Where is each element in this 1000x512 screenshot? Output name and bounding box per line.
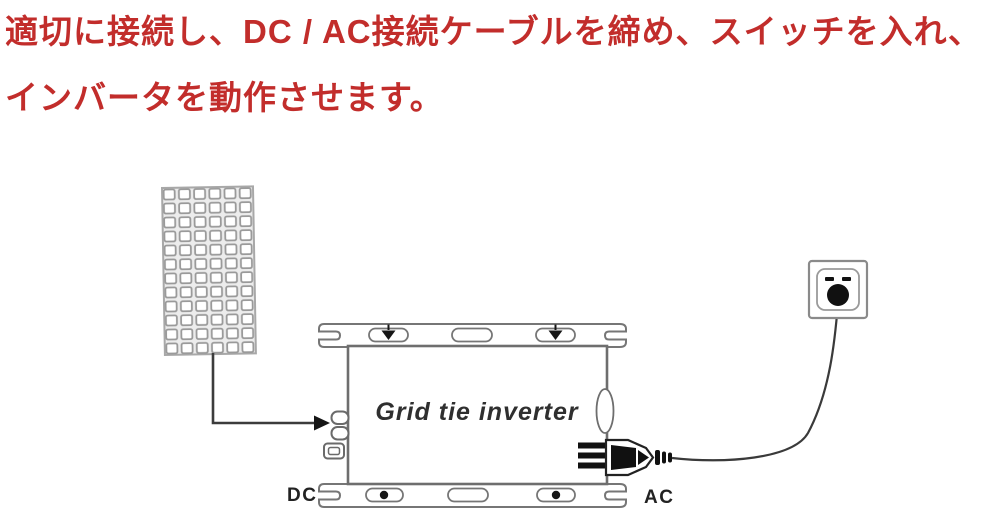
outlet-slot (825, 277, 834, 281)
screw-icon (379, 490, 389, 500)
grid-tie-inverter-icon: Grid tie inverter (323, 344, 615, 486)
plug-head (827, 284, 849, 306)
mounting-slot (447, 487, 489, 503)
ac-label: AC (644, 487, 674, 508)
solar-panel-cells (162, 186, 256, 355)
solar-panel-icon (160, 185, 257, 356)
instruction-line-1: 適切に接続し、DC / AC接続ケーブルを締め、スイッチを入れ、 (5, 13, 982, 50)
screw-icon (551, 490, 561, 500)
wall-outlet-icon (807, 259, 869, 320)
dc-arrow-icon (314, 415, 330, 431)
mounting-slot (451, 327, 493, 343)
dc-cable-with-arrow (211, 353, 330, 431)
bottom-mounting-flange (318, 483, 627, 508)
power-cable (671, 302, 840, 462)
outlet-slot (842, 277, 851, 281)
dc-wire (211, 353, 315, 425)
screw-icon (548, 324, 563, 340)
side-bump (595, 388, 615, 434)
ac-plug-icon (578, 438, 672, 477)
dc-input-connectors (323, 410, 350, 460)
inverter-label: Grid tie inverter (375, 398, 578, 426)
instruction-line-2: インバータを動作させます。 (5, 79, 444, 116)
dc-label: DC (287, 485, 317, 506)
top-mounting-flange (318, 323, 627, 348)
screw-icon (381, 324, 396, 340)
